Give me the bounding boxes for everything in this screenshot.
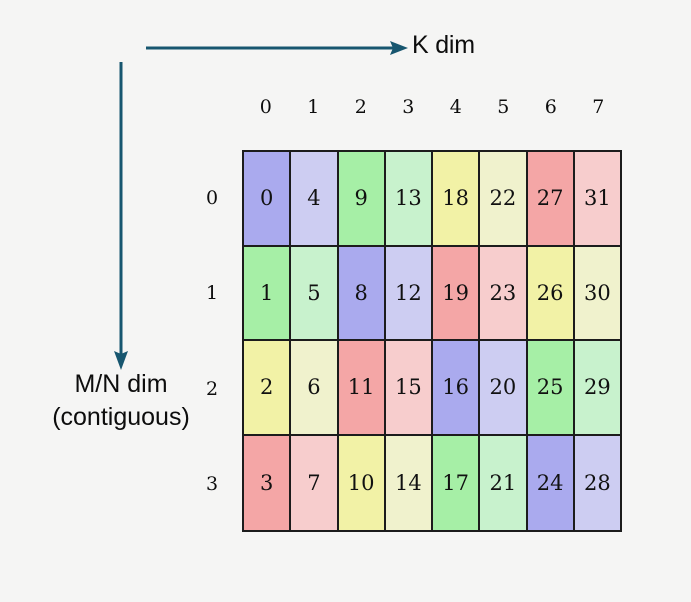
cell-r0c7: 31: [574, 152, 620, 247]
cell-r0c1: 4: [291, 152, 339, 247]
cell-r3c2: 10: [338, 435, 386, 530]
cell-r2c7: 29: [574, 341, 620, 436]
cell-r0c0: 0: [244, 152, 292, 247]
column-header-row: 0 1 2 3 4 5 6 7: [242, 96, 622, 118]
k-dim-arrow: [146, 34, 408, 62]
cell-r1c1: 5: [291, 246, 339, 341]
cell-r0c6: 27: [527, 152, 575, 247]
cell-r1c3: 12: [385, 246, 433, 341]
cell-r1c5: 23: [480, 246, 528, 341]
table-row: 2 6 11 15 16 20 25 29: [244, 341, 620, 436]
column-header-7: 7: [592, 96, 605, 118]
row-header-3: 3: [205, 473, 219, 496]
cell-r1c2: 8: [338, 246, 386, 341]
cell-r0c5: 22: [480, 152, 528, 247]
memory-layout-grid: 0 4 9 13 18 22 27 31 1 5 8 12 19 23 26 3…: [242, 150, 622, 532]
cell-r2c4: 16: [433, 341, 481, 436]
cell-r2c3: 15: [385, 341, 433, 436]
cell-r0c2: 9: [338, 152, 386, 247]
cell-r0c4: 18: [433, 152, 481, 247]
cell-r1c7: 30: [574, 246, 620, 341]
cell-r3c6: 24: [527, 435, 575, 530]
cell-r1c4: 19: [433, 246, 481, 341]
column-header-1: 1: [307, 96, 320, 118]
cell-r0c3: 13: [385, 152, 433, 247]
cell-r3c1: 7: [291, 435, 339, 530]
cell-r2c5: 20: [480, 341, 528, 436]
cell-r3c3: 14: [385, 435, 433, 530]
row-header-column: 0 1 2 3: [196, 150, 228, 532]
column-header-6: 6: [544, 96, 557, 118]
cell-r1c6: 26: [527, 246, 575, 341]
cell-r1c0: 1: [244, 246, 292, 341]
cell-r2c2: 11: [338, 341, 386, 436]
cell-r3c5: 21: [480, 435, 528, 530]
column-header-0: 0: [259, 96, 272, 118]
row-header-1: 1: [205, 282, 219, 305]
row-header-2: 2: [205, 377, 219, 400]
mn-dim-label-line1: M/N dim: [74, 370, 168, 398]
column-header-5: 5: [497, 96, 510, 118]
table-row: 3 7 10 14 17 21 24 28: [244, 435, 620, 530]
mn-dim-label-line2: (contiguous): [52, 403, 190, 431]
column-header-3: 3: [402, 96, 415, 118]
cell-r3c7: 28: [574, 435, 620, 530]
table-row: 0 4 9 13 18 22 27 31: [244, 152, 620, 247]
cell-r2c1: 6: [291, 341, 339, 436]
cell-r3c0: 3: [244, 435, 292, 530]
column-header-4: 4: [449, 96, 462, 118]
mn-dim-label: M/N dim (contiguous): [0, 368, 242, 434]
cell-r2c6: 25: [527, 341, 575, 436]
cell-r2c0: 2: [244, 341, 292, 436]
column-header-2: 2: [354, 96, 367, 118]
cell-r3c4: 17: [433, 435, 481, 530]
mn-dim-arrow: [107, 62, 135, 370]
table-row: 1 5 8 12 19 23 26 30: [244, 246, 620, 341]
row-header-0: 0: [205, 186, 219, 209]
k-dim-label: K dim: [412, 31, 475, 59]
